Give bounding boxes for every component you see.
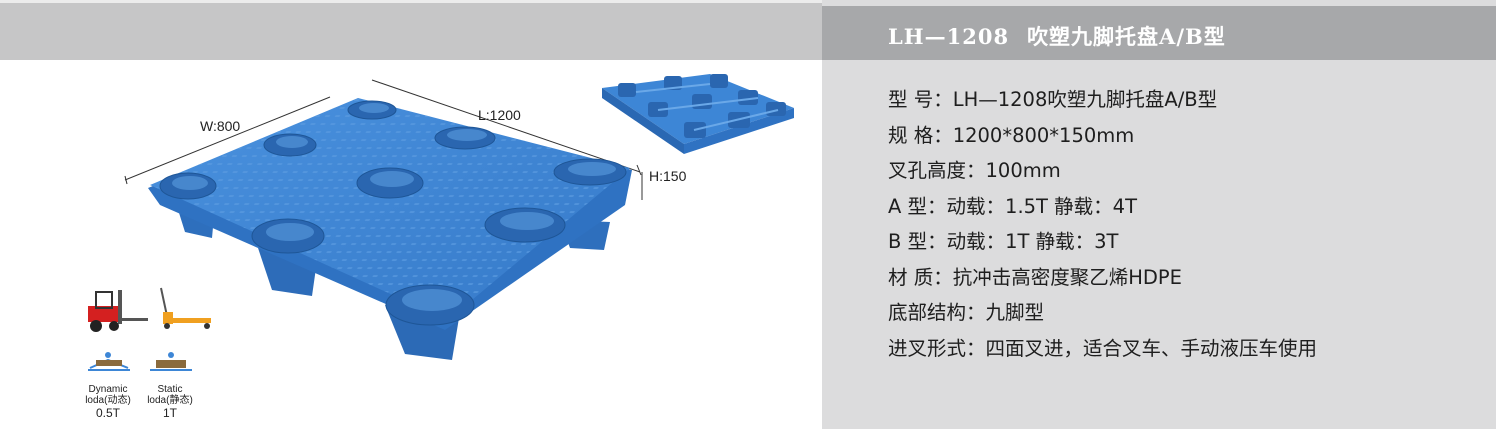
pallet-main-image	[124, 79, 643, 360]
spec-size: 规 格：1200*800*150mm	[888, 123, 1135, 147]
forklift-icon	[88, 290, 148, 332]
dynamic-load-diagram	[88, 352, 130, 371]
static-load-line2: loda(静态)	[147, 395, 193, 406]
spec-type-a-load: A 型：动载：1.5T 静载：4T	[888, 194, 1137, 218]
model-code: LH—1208	[888, 24, 1010, 49]
page-title: LH—1208 吹塑九脚托盘A/B型	[888, 21, 1226, 51]
static-load-value: 1T	[162, 406, 177, 420]
product-name: 吹塑九脚托盘A/B型	[1027, 24, 1226, 49]
pallet-bottom-view-image	[602, 74, 794, 154]
spec-fork-height: 叉孔高度：100mm	[888, 159, 1061, 182]
width-dimension-label: W:800	[200, 118, 241, 134]
spec-entry-type: 进叉形式：四面叉进，适合叉车、手动液压车使用	[888, 336, 1318, 360]
dynamic-load-line1: Dynamic	[88, 384, 128, 395]
spec-model: 型 号：LH—1208吹塑九脚托盘A/B型	[888, 88, 1218, 111]
banner-strip	[0, 0, 822, 3]
height-dimension-label: H:150	[649, 168, 687, 184]
dynamic-load-value: 0.5T	[95, 406, 120, 420]
dynamic-load-caption: Dynamic loda(动态) 0.5T	[80, 384, 136, 420]
static-load-caption: Static loda(静态) 1T	[142, 384, 198, 420]
spec-list: 型 号：LH—1208吹塑九脚托盘A/B型 规 格：1200*800*150mm…	[888, 82, 1317, 366]
top-banner-left	[0, 0, 822, 60]
title-bar	[822, 6, 1496, 60]
dynamic-load-line2: loda(动态)	[85, 395, 131, 406]
length-dimension-label: L:1200	[478, 107, 521, 123]
static-load-diagram	[150, 352, 192, 371]
spec-panel: LH—1208 吹塑九脚托盘A/B型 型 号：LH—1208吹塑九脚托盘A/B型 …	[822, 0, 1496, 429]
spec-material: 材 质：抗冲击高密度聚乙烯HDPE	[888, 265, 1182, 289]
static-load-line1: Static	[157, 384, 183, 395]
spec-type-b-load: B 型：动载：1T 静载：3T	[888, 230, 1119, 253]
pallet-jack-icon	[160, 287, 211, 329]
spec-bottom-structure: 底部结构：九脚型	[888, 301, 1045, 324]
